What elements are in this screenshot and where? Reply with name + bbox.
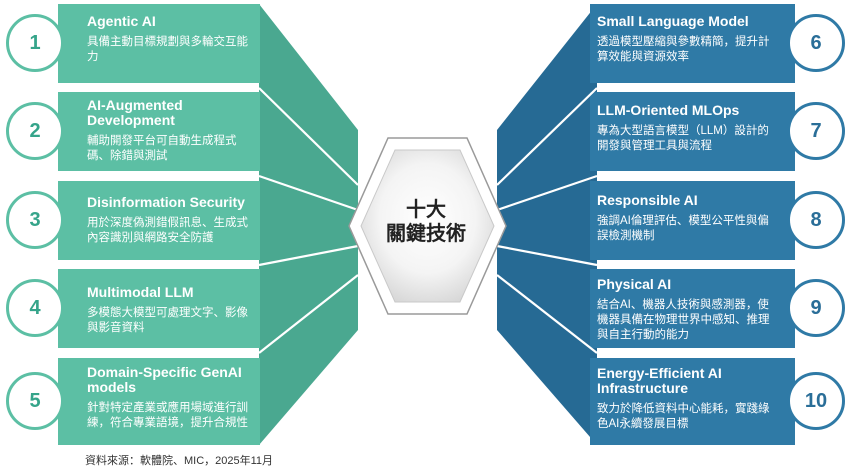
card-bg-5: [58, 358, 260, 445]
tech-title: LLM-Oriented MLOps: [597, 102, 740, 118]
number-badge-6: 6: [787, 14, 845, 72]
tech-card-1: Agentic AI 具備主動目標規劃與多輪交互能力: [87, 14, 259, 65]
tech-card-4: Multimodal LLM 多模態大模型可處理文字、影像與影音資料: [87, 285, 259, 336]
tech-desc: 用於深度偽測錯假訊息、生成式內容識別與網路安全防護: [87, 217, 248, 244]
tech-card-10: Energy-Efficient AI Infrastructure 致力於降低…: [597, 366, 775, 432]
tech-desc: 輔助開發平台可自動生成程式碼、除錯與測試: [87, 135, 237, 162]
tech-card-6: Small Language Model 透過模型壓縮與參數精簡，提升計算效能與…: [597, 14, 775, 65]
tech-title: Small Language Model: [597, 13, 749, 29]
tech-title: Disinformation Security: [87, 194, 245, 210]
tech-card-7: LLM-Oriented MLOps 專為大型語言模型（LLM）設計的開發與管理…: [597, 103, 775, 154]
card-bg-9: [590, 269, 795, 348]
tech-title: Energy-Efficient AI Infrastructure: [597, 365, 722, 396]
tech-card-3: Disinformation Security 用於深度偽測錯假訊息、生成式內容…: [87, 195, 259, 246]
left-wedge: [259, 4, 358, 445]
tech-desc: 結合AI、機器人技術與感測器，使機器具備在物理世界中感知、推理與自主行動的能力: [597, 299, 770, 341]
separator-lines: [258, 87, 598, 354]
tech-desc: 具備主動目標規劃與多輪交互能力: [87, 36, 248, 63]
tech-title: Physical AI: [597, 276, 672, 292]
number-badge-3: 3: [6, 191, 64, 249]
tech-card-5: Domain-Specific GenAI models 針對特定產業或應用場域…: [87, 365, 259, 431]
source-note: 資料來源：軟體院、MIC，2025年11月: [85, 455, 274, 467]
tech-desc: 多模態大模型可處理文字、影像與影音資料: [87, 307, 248, 334]
tech-desc: 強調AI倫理評估、模型公平性與偏誤檢測機制: [597, 215, 769, 242]
tech-card-9: Physical AI 結合AI、機器人技術與感測器，使機器具備在物理世界中感知…: [597, 277, 775, 343]
tech-title: Multimodal LLM: [87, 284, 194, 300]
number-badge-10: 10: [787, 372, 845, 430]
number-badge-4: 4: [6, 279, 64, 337]
card-bg-3: [58, 181, 260, 260]
number-badge-2: 2: [6, 102, 64, 160]
tech-desc: 致力於降低資料中心能耗，實踐綠色AI永續發展目標: [597, 403, 770, 430]
number-badge-7: 7: [787, 102, 845, 160]
tech-card-2: AI-Augmented Development 輔助開發平台可自動生成程式碼、…: [87, 98, 259, 164]
number-badge-9: 9: [787, 279, 845, 337]
number-badge-5: 5: [6, 372, 64, 430]
center-title: 十大 關鍵技術: [360, 198, 492, 246]
center-title-line2: 關鍵技術: [386, 223, 466, 245]
tech-card-8: Responsible AI 強調AI倫理評估、模型公平性與偏誤檢測機制: [597, 193, 775, 244]
tech-desc: 專為大型語言模型（LLM）設計的開發與管理工具與流程: [597, 125, 769, 152]
card-bg-4: [58, 269, 260, 348]
number-badge-8: 8: [787, 191, 845, 249]
card-bg-1: [58, 4, 260, 83]
card-bg-6: [590, 4, 795, 83]
tech-title: Agentic AI: [87, 13, 156, 29]
tech-desc: 針對特定產業或應用場域進行訓練，符合專業語境，提升合規性: [87, 402, 248, 429]
tech-desc: 透過模型壓縮與參數精簡，提升計算效能與資源效率: [597, 36, 770, 63]
tech-title: Responsible AI: [597, 192, 698, 208]
tech-title: AI-Augmented Development: [87, 97, 183, 128]
card-bg-2: [58, 92, 260, 171]
right-wedge: [497, 4, 597, 445]
tech-title: Domain-Specific GenAI models: [87, 364, 242, 395]
card-bg-7: [590, 92, 795, 171]
card-bg-8: [590, 181, 795, 260]
center-hexagon-inner: [360, 149, 495, 303]
center-title-line1: 十大: [406, 199, 446, 221]
card-bg-10: [590, 358, 795, 445]
number-badge-1: 1: [6, 14, 64, 72]
